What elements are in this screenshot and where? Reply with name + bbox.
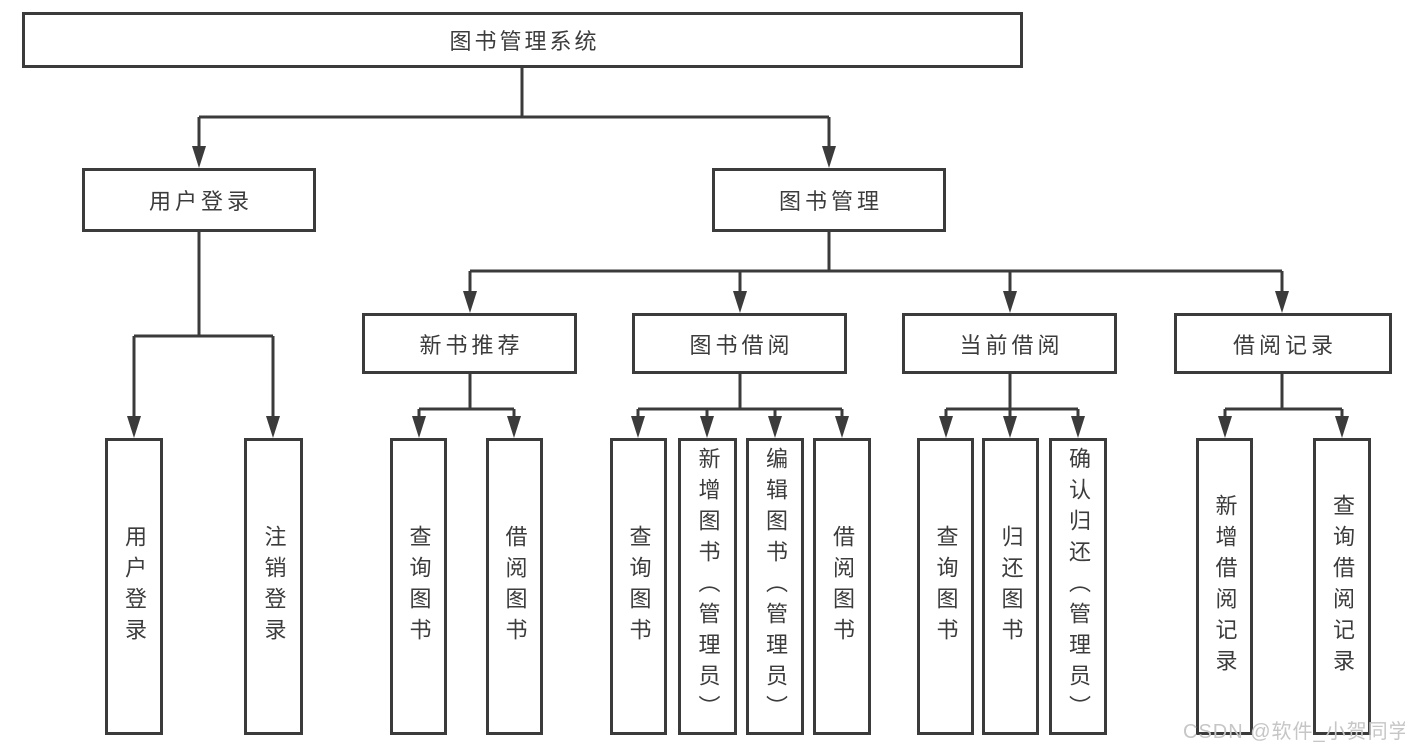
node-book-borrow: 图书借阅 [632, 313, 847, 374]
node-new-book-recommend: 新书推荐 [362, 313, 577, 374]
leaf-borrow-edit-books-admin-label: 编辑图书（管理员） [763, 447, 788, 726]
leaf-current-return-books: 归还图书 [982, 438, 1039, 735]
node-current-borrow: 当前借阅 [902, 313, 1117, 374]
leaf-records-query-record-label: 查询借阅记录 [1330, 493, 1355, 680]
node-book-management: 图书管理 [712, 168, 946, 232]
leaf-records-add-record-label: 新增借阅记录 [1212, 493, 1238, 680]
node-root-library-system: 图书管理系统 [22, 12, 1023, 68]
leaf-borrow-query-books-label: 查询图书 [626, 524, 652, 649]
leaf-borrow-add-books-admin: 新增图书（管理员） [678, 438, 737, 735]
node-borrow-records: 借阅记录 [1174, 313, 1392, 374]
leaf-user-login: 用户登录 [105, 438, 163, 735]
node-user-login: 用户登录 [82, 168, 316, 232]
leaf-user-login-label: 用户登录 [122, 524, 147, 649]
leaf-logout-label: 注销登录 [261, 524, 287, 649]
leaf-records-add-record: 新增借阅记录 [1196, 438, 1253, 735]
leaf-borrow-borrow-books-label: 借阅图书 [830, 524, 855, 649]
leaf-newbook-borrow-books-label: 借阅图书 [502, 524, 528, 649]
leaf-current-query-books: 查询图书 [917, 438, 974, 735]
leaf-newbook-query-books-label: 查询图书 [406, 524, 432, 649]
leaf-current-confirm-return-admin: 确认归还（管理员） [1049, 438, 1107, 735]
leaf-newbook-query-books: 查询图书 [390, 438, 447, 735]
csdn-watermark: CSDN @软件_小贺同学 [1183, 721, 1405, 743]
leaf-current-query-books-label: 查询图书 [933, 524, 959, 649]
leaf-current-confirm-return-admin-label: 确认归还（管理员） [1066, 447, 1091, 726]
leaf-logout: 注销登录 [244, 438, 303, 735]
leaf-borrow-add-books-admin-label: 新增图书（管理员） [695, 447, 721, 726]
leaf-borrow-edit-books-admin: 编辑图书（管理员） [746, 438, 804, 735]
leaf-borrow-query-books: 查询图书 [610, 438, 667, 735]
leaf-records-query-record: 查询借阅记录 [1313, 438, 1371, 735]
leaf-newbook-borrow-books: 借阅图书 [486, 438, 543, 735]
leaf-current-return-books-label: 归还图书 [998, 524, 1024, 649]
leaf-borrow-borrow-books: 借阅图书 [813, 438, 871, 735]
